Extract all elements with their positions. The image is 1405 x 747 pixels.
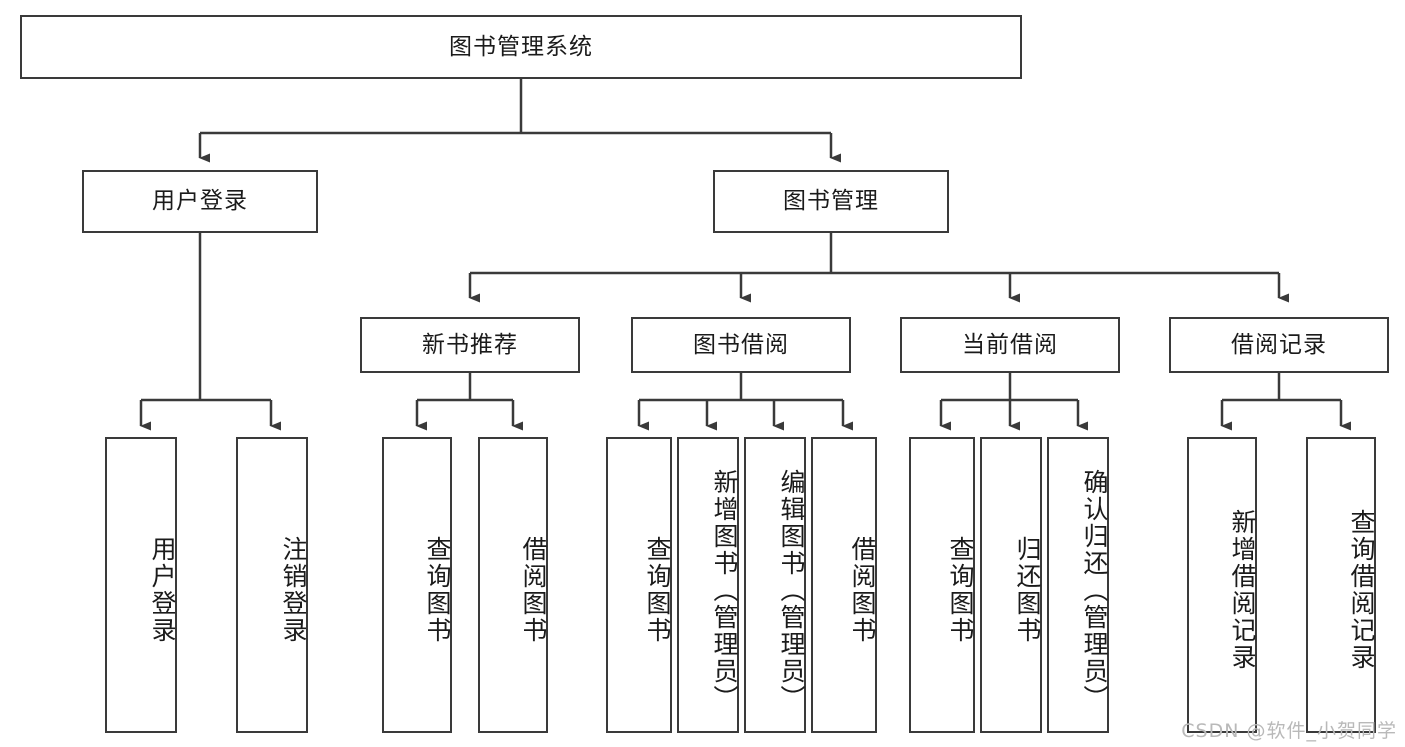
node-label: 新书推荐 xyxy=(422,331,518,358)
node-label: 当前借阅 xyxy=(962,331,1058,358)
node-label: 编辑图书（管理员） xyxy=(777,468,806,712)
node-label: 查询图书 xyxy=(946,536,975,644)
leaf-borrow-borrow-book[interactable]: 借阅图书 xyxy=(811,437,877,733)
node-label: 查询借阅记录 xyxy=(1347,509,1376,671)
node-label: 图书借阅 xyxy=(693,331,789,358)
node-label: 查询图书 xyxy=(643,536,672,644)
node-label: 借阅图书 xyxy=(519,536,548,644)
csdn-watermark: CSDN @软件_小贺同学 xyxy=(1181,720,1397,742)
node-current-borrow[interactable]: 当前借阅 xyxy=(900,317,1120,373)
node-user-login[interactable]: 用户登录 xyxy=(82,170,318,233)
leaf-user-logout[interactable]: 注销登录 xyxy=(236,437,308,733)
leaf-borrow-add-book-admin[interactable]: 新增图书（管理员） xyxy=(677,437,739,733)
node-label: 查询图书 xyxy=(423,536,452,644)
node-borrow-record[interactable]: 借阅记录 xyxy=(1169,317,1389,373)
leaf-borrow-edit-book-admin[interactable]: 编辑图书（管理员） xyxy=(744,437,806,733)
node-book-borrow[interactable]: 图书借阅 xyxy=(631,317,851,373)
leaf-newbook-borrow-book[interactable]: 借阅图书 xyxy=(478,437,548,733)
leaf-current-confirm-return-admin[interactable]: 确认归还（管理员） xyxy=(1047,437,1109,733)
node-label: 确认归还（管理员） xyxy=(1080,468,1109,712)
leaf-borrow-search-book[interactable]: 查询图书 xyxy=(606,437,672,733)
leaf-record-search-record[interactable]: 查询借阅记录 xyxy=(1306,437,1376,733)
node-label: 用户登录 xyxy=(148,536,177,644)
leaf-current-search-book[interactable]: 查询图书 xyxy=(909,437,975,733)
node-label: 新增图书（管理员） xyxy=(710,468,739,712)
node-label: 图书管理 xyxy=(783,188,879,215)
node-label: 借阅记录 xyxy=(1231,331,1327,358)
leaf-record-add-record[interactable]: 新增借阅记录 xyxy=(1187,437,1257,733)
leaf-newbook-search-book[interactable]: 查询图书 xyxy=(382,437,452,733)
leaf-user-login[interactable]: 用户登录 xyxy=(105,437,177,733)
leaf-current-return-book[interactable]: 归还图书 xyxy=(980,437,1042,733)
node-label: 用户登录 xyxy=(152,188,248,215)
node-root-system[interactable]: 图书管理系统 xyxy=(20,15,1022,79)
node-label: 图书管理系统 xyxy=(449,33,593,60)
node-label: 借阅图书 xyxy=(848,536,877,644)
node-label: 注销登录 xyxy=(279,536,308,644)
node-label: 归还图书 xyxy=(1013,536,1042,644)
node-new-book-recommend[interactable]: 新书推荐 xyxy=(360,317,580,373)
node-label: 新增借阅记录 xyxy=(1228,509,1257,671)
node-book-management[interactable]: 图书管理 xyxy=(713,170,949,233)
